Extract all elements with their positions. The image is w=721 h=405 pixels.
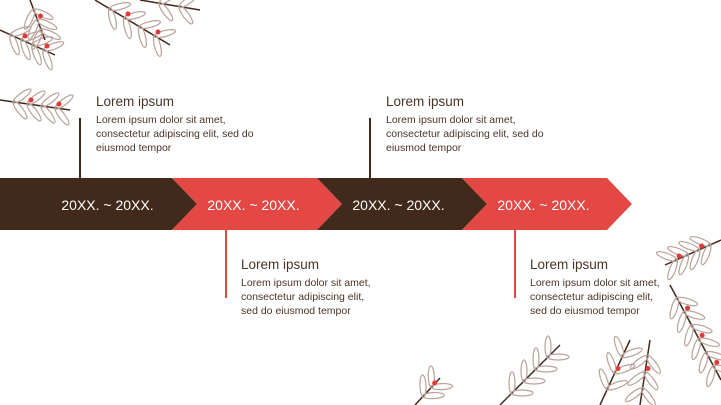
leaf-icon bbox=[675, 296, 699, 307]
berry-icon bbox=[56, 101, 62, 107]
leaf-icon bbox=[690, 323, 713, 334]
leaf-icon bbox=[158, 0, 178, 5]
berry-icon bbox=[699, 243, 705, 249]
leaf-icon bbox=[684, 324, 694, 347]
event-block-1: Lorem ipsum Lorem ipsum dolor sit amet, … bbox=[96, 94, 254, 155]
connector-4 bbox=[514, 230, 516, 298]
leaf-icon bbox=[640, 387, 656, 405]
leaf-icon bbox=[700, 243, 712, 266]
leaf-icon bbox=[698, 351, 709, 374]
connector-2 bbox=[225, 230, 227, 298]
leaf-icon bbox=[42, 41, 65, 52]
leaf-icon bbox=[705, 364, 716, 388]
chevron-4 bbox=[462, 178, 632, 230]
leaf-icon bbox=[682, 310, 706, 320]
chevron-3 bbox=[317, 178, 487, 230]
leaf-icon bbox=[508, 371, 516, 395]
event-body: Lorem ipsum dolor sit amet, consectetur … bbox=[386, 114, 544, 154]
event-block-3: Lorem ipsum Lorem ipsum dolor sit amet, … bbox=[386, 94, 544, 155]
leaf-icon bbox=[689, 248, 701, 271]
leaf-icon bbox=[40, 92, 60, 108]
event-body: Lorem ipsum dolor sit amet, consectetur … bbox=[96, 114, 254, 154]
event-body: Lorem ipsum dolor sit amet, consectetur … bbox=[241, 277, 371, 317]
period-label-1: 20XX. ~ 20XX. bbox=[61, 197, 154, 213]
leaf-icon bbox=[606, 352, 617, 375]
leaf-icon bbox=[178, 0, 198, 9]
period-label-2: 20XX. ~ 20XX. bbox=[207, 197, 300, 213]
leaf-icon bbox=[54, 94, 74, 110]
event-title: Lorem ipsum bbox=[530, 257, 609, 272]
berry-icon bbox=[44, 43, 50, 49]
connector-1 bbox=[79, 118, 81, 178]
leaf-icon bbox=[697, 337, 720, 348]
leaf-icon bbox=[138, 20, 161, 30]
leaf-icon bbox=[108, 2, 131, 12]
leaf-icon bbox=[678, 253, 690, 276]
leaf-icon bbox=[12, 88, 32, 104]
berry-icon bbox=[22, 33, 28, 39]
leaf-icon bbox=[712, 364, 721, 375]
leaf-icon bbox=[704, 350, 721, 361]
berry-icon bbox=[432, 380, 438, 386]
connector-3 bbox=[369, 118, 371, 178]
leaf-icon bbox=[532, 347, 540, 371]
event-title: Lorem ipsum bbox=[386, 94, 465, 109]
leaf-icon bbox=[123, 11, 146, 21]
event-title: Lorem ipsum bbox=[241, 257, 320, 272]
leaf-icon bbox=[645, 354, 661, 374]
leaf-icon bbox=[643, 370, 659, 391]
period-label-4: 20XX. ~ 20XX. bbox=[497, 197, 590, 213]
berry-icon bbox=[645, 366, 651, 371]
leaf-icon bbox=[427, 365, 435, 389]
leaf-icon bbox=[26, 90, 46, 106]
berry-icon bbox=[685, 305, 691, 311]
chevron-2 bbox=[172, 178, 342, 230]
berry-icon bbox=[28, 97, 34, 103]
berry-icon bbox=[125, 11, 131, 17]
chevron-1 bbox=[0, 178, 197, 230]
berry-icon bbox=[714, 359, 720, 365]
leaf-icon bbox=[598, 368, 610, 391]
leaf-icon bbox=[669, 296, 680, 320]
leaf-icon bbox=[613, 335, 625, 358]
event-title: Lorem ipsum bbox=[96, 94, 175, 109]
leaf-icon bbox=[39, 28, 62, 41]
leaf-icon bbox=[35, 18, 58, 31]
event-body: Lorem ipsum dolor sit amet, consectetur … bbox=[530, 277, 660, 317]
berry-icon bbox=[155, 29, 161, 35]
leaf-icon bbox=[667, 258, 679, 281]
berry-icon bbox=[699, 332, 705, 338]
event-block-2: Lorem ipsum Lorem ipsum dolor sit amet, … bbox=[241, 257, 371, 318]
leaf-icon bbox=[676, 310, 687, 333]
berry-icon bbox=[615, 366, 621, 371]
leaf-icon bbox=[544, 335, 552, 359]
event-block-4: Lorem ipsum Lorem ipsum dolor sit amet, … bbox=[530, 257, 660, 318]
leaf-icon bbox=[153, 29, 176, 39]
leaf-icon bbox=[678, 240, 701, 252]
leaf-icon bbox=[691, 337, 702, 361]
period-label-3: 20XX. ~ 20XX. bbox=[352, 197, 445, 213]
berry-icon bbox=[676, 253, 682, 259]
berry-icon bbox=[38, 13, 43, 19]
leaf-icon bbox=[520, 359, 528, 383]
leaf-icon bbox=[419, 374, 427, 398]
